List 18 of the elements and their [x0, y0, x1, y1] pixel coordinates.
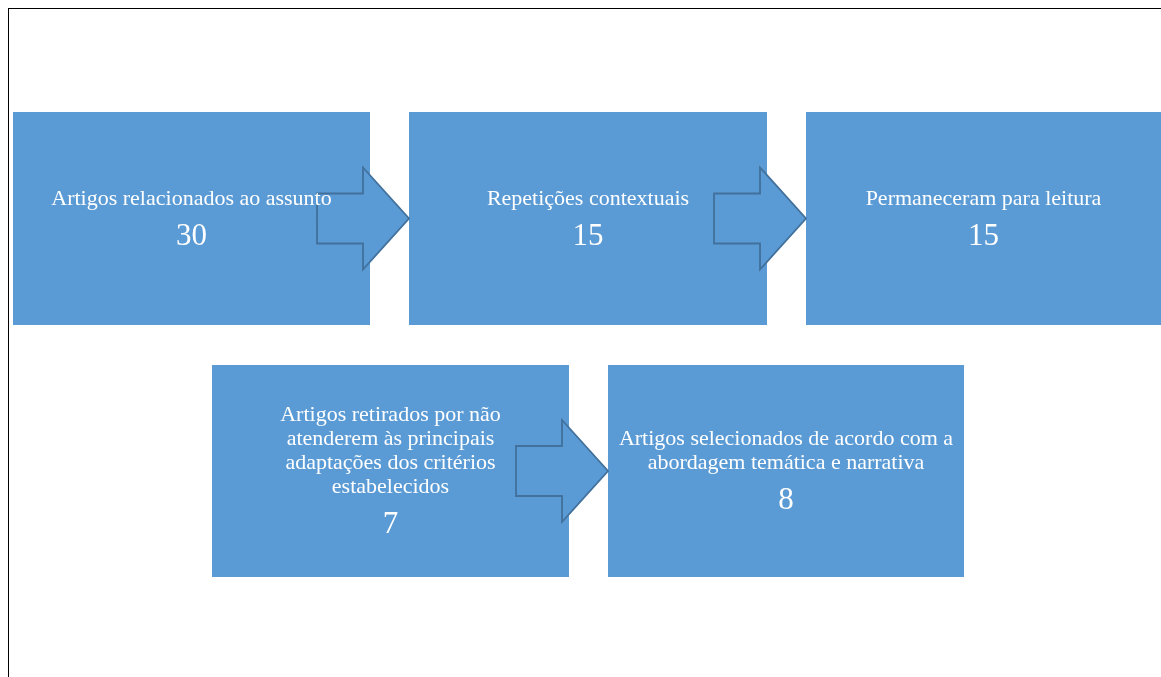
count-number: 30 [176, 217, 207, 252]
process-box [212, 365, 569, 577]
process-box [806, 112, 1161, 325]
block-arrow [713, 165, 808, 272]
process-box [13, 112, 370, 325]
box-title: Artigos selecionados de acordo com a abordagem temática e narrativa [617, 426, 955, 474]
block-arrow [515, 417, 610, 525]
box-title: Artigos retirados por não atenderem às principais adaptações dos critérios estabelecidos [279, 402, 502, 498]
count-number: 15 [968, 217, 999, 252]
count-number: 15 [572, 217, 604, 252]
process-box [608, 365, 964, 577]
box-title: Permaneceram para leitura [865, 185, 1102, 210]
box-title: Repetições contextuais [486, 185, 690, 210]
box-title: Artigos relacionados ao assunto [51, 185, 332, 210]
process-box [409, 112, 767, 325]
count-number: 8 [778, 482, 794, 516]
block-arrow [316, 165, 411, 272]
count-number: 7 [382, 506, 399, 540]
